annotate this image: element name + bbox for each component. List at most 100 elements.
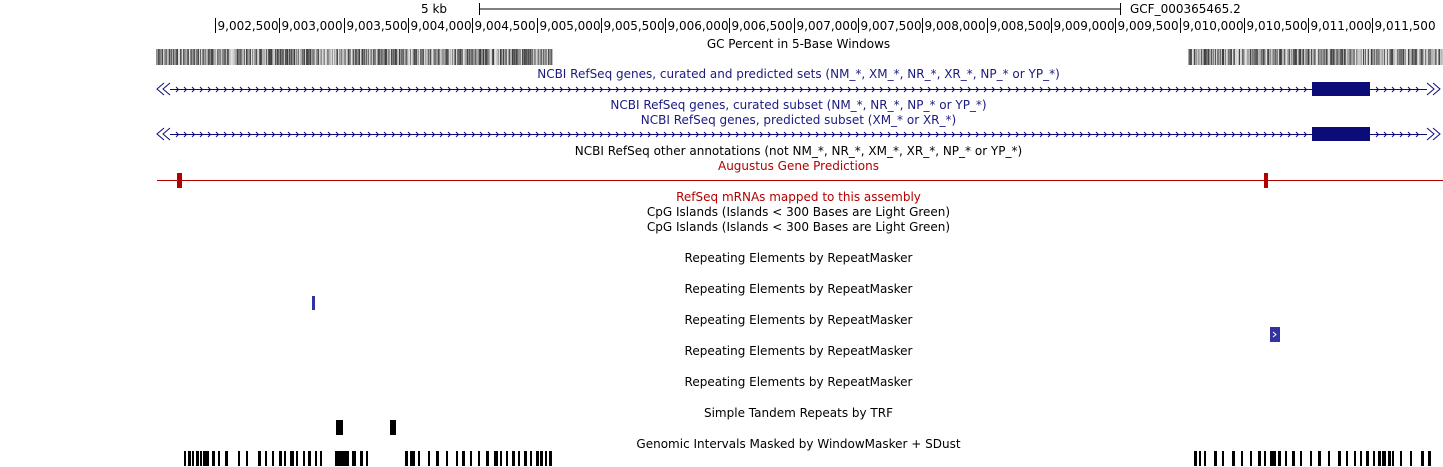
gc-window-bar: [314, 49, 315, 65]
gc-window-bar: [171, 49, 172, 65]
windowmasker-interval: [203, 451, 209, 466]
track-label-rmsk-1[interactable]: Repeating Elements by RepeatMasker: [684, 251, 913, 265]
track-label-rmsk-3[interactable]: Repeating Elements by RepeatMasker: [684, 313, 913, 327]
track-label-augustus[interactable]: Augustus Gene Predictions: [717, 159, 879, 173]
gc-window-bar: [1295, 49, 1296, 65]
gc-window-bar: [1261, 49, 1262, 65]
gc-window-bar: [167, 49, 168, 65]
gc-window-bar: [1393, 49, 1394, 65]
gc-window-bar: [490, 49, 491, 65]
trf-element-2[interactable]: [390, 420, 396, 435]
track-label-rmsk-4[interactable]: Repeating Elements by RepeatMasker: [684, 344, 913, 358]
gc-window-bar: [1254, 49, 1255, 65]
track-label-refseq-all[interactable]: NCBI RefSeq genes, curated and predicted…: [537, 67, 1060, 81]
refseq-all-gene-track[interactable]: [156, 81, 1443, 97]
gc-window-bar: [309, 49, 310, 65]
track-label-refseq-other[interactable]: NCBI RefSeq other annotations (not NM_*,…: [574, 144, 1023, 158]
gc-window-bar: [1356, 49, 1357, 65]
gc-window-bar: [347, 49, 348, 65]
rmsk-element-2[interactable]: [1270, 327, 1280, 342]
gc-window-bar: [261, 49, 262, 65]
gc-window-bar: [162, 49, 163, 65]
gc-window-bar: [517, 49, 518, 65]
gc-window-bar: [1194, 49, 1195, 65]
gc-window-bar: [287, 49, 288, 65]
gc-window-bar: [270, 49, 271, 65]
track-label-trf[interactable]: Simple Tandem Repeats by TRF: [703, 406, 893, 420]
gc-window-bar: [260, 49, 261, 65]
gc-window-bar: [1304, 49, 1305, 65]
gc-window-bar: [371, 49, 372, 65]
gc-window-bar: [1317, 49, 1318, 65]
gc-window-bar: [178, 49, 179, 65]
gc-window-bar: [1275, 49, 1276, 65]
gc-window-bar: [198, 49, 199, 65]
gc-window-bar: [417, 49, 418, 65]
windowmasker-track-graphic[interactable]: [0, 450, 1443, 467]
windowmasker-interval: [303, 451, 305, 466]
windowmasker-interval: [290, 451, 294, 466]
windowmasker-interval: [446, 451, 448, 466]
gc-window-bar: [405, 49, 406, 65]
ruler-tick-label: 9,006,500: [731, 19, 793, 33]
gc-window-bar: [1262, 49, 1263, 65]
track-label-refseq-predicted[interactable]: NCBI RefSeq genes, predicted subset (XM_…: [640, 113, 957, 127]
refseq-predicted-gene-track[interactable]: [156, 126, 1443, 142]
gc-window-bar: [507, 49, 508, 65]
gc-window-bar: [254, 49, 255, 65]
track-label-cpg-2[interactable]: CpG Islands (Islands < 300 Bases are Lig…: [646, 220, 951, 234]
gc-window-bar: [1264, 49, 1265, 65]
gc-window-bar: [164, 49, 165, 65]
gc-window-bar: [445, 49, 446, 65]
gc-window-bar: [483, 49, 484, 65]
gc-window-bar: [1331, 49, 1332, 65]
gc-window-bar: [1351, 49, 1352, 65]
track-label-rmsk-2[interactable]: Repeating Elements by RepeatMasker: [684, 282, 913, 296]
gc-window-bar: [257, 49, 258, 65]
gc-window-bar: [527, 49, 528, 65]
augustus-gene-graphic[interactable]: [156, 172, 1443, 188]
gc-window-bar: [1242, 49, 1243, 65]
gc-percent-track-graphic[interactable]: [156, 49, 1443, 67]
gc-window-bar: [1318, 49, 1319, 65]
gc-window-bar: [353, 49, 354, 65]
gc-window-bar: [1234, 49, 1235, 65]
gc-window-bar: [362, 49, 363, 65]
gc-window-bar: [456, 49, 457, 65]
track-label-cpg-1[interactable]: CpG Islands (Islands < 300 Bases are Lig…: [646, 205, 951, 219]
gc-window-bar: [205, 49, 206, 65]
gc-window-bar: [492, 49, 493, 65]
gc-window-bar: [1257, 49, 1258, 65]
gc-window-bar: [179, 49, 180, 65]
gc-window-bar: [508, 49, 509, 65]
gc-window-bar: [1367, 49, 1368, 65]
gc-window-bar: [1274, 49, 1275, 65]
rmsk-element-1[interactable]: [312, 296, 315, 310]
gc-window-bar: [1233, 49, 1234, 65]
gc-window-bar: [1418, 49, 1419, 65]
trf-element-1[interactable]: [336, 420, 343, 435]
track-label-gc-percent[interactable]: GC Percent in 5-Base Windows: [706, 37, 891, 51]
gc-window-bar: [510, 49, 511, 65]
track-label-rmsk-5[interactable]: Repeating Elements by RepeatMasker: [684, 375, 913, 389]
gc-window-bar: [471, 49, 472, 65]
gc-window-bar: [1424, 49, 1425, 65]
track-label-refseq-curated[interactable]: NCBI RefSeq genes, curated subset (NM_*,…: [610, 98, 987, 112]
gc-window-bar: [241, 49, 242, 65]
gene-exon: [1312, 82, 1370, 96]
gc-window-bar: [195, 49, 196, 65]
gc-window-bar: [197, 49, 198, 65]
gc-window-bar: [1207, 49, 1208, 65]
gc-window-bar: [472, 49, 473, 65]
track-label-windowmasker[interactable]: Genomic Intervals Masked by WindowMasker…: [636, 437, 961, 451]
gc-window-bar: [258, 49, 259, 65]
track-label-refseq-mrna[interactable]: RefSeq mRNAs mapped to this assembly: [676, 190, 921, 204]
gc-window-bar: [495, 49, 496, 65]
gc-window-bar: [267, 49, 268, 65]
gc-window-bar: [1320, 49, 1321, 65]
gc-window-bar: [226, 49, 227, 65]
gc-window-bar: [1365, 49, 1366, 65]
gc-window-bar: [294, 49, 295, 65]
gc-window-bar: [369, 49, 370, 65]
